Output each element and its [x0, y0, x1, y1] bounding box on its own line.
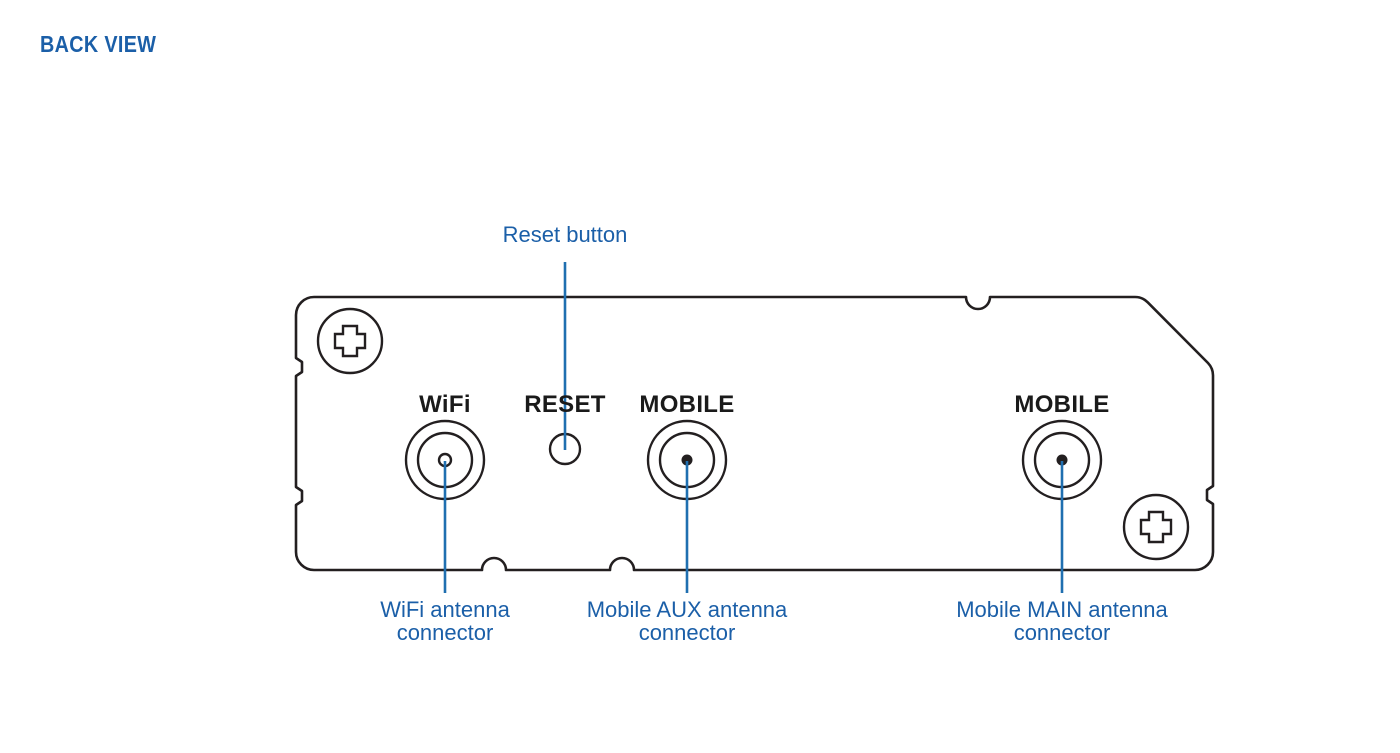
- callout-label-reset-button: Reset button: [503, 222, 628, 247]
- screw-top-left: [316, 307, 384, 375]
- screw-bottom-right: [1122, 493, 1190, 561]
- callout-label-mobile-aux-antenna-connector: Mobile AUX antenna connector: [587, 597, 788, 645]
- silkscreen-label-mobile-main: MOBILE: [1014, 391, 1109, 418]
- device-chassis-outline: [294, 295, 1215, 572]
- silkscreen-label-mobile-aux: MOBILE: [639, 391, 734, 418]
- page-title: BACK VIEW: [40, 31, 157, 57]
- callout-line-2: connector: [397, 620, 494, 645]
- callout-label-mobile-main-antenna-connector: Mobile MAIN antenna connector: [956, 597, 1168, 645]
- silkscreen-label-wifi: WiFi: [419, 391, 471, 418]
- silkscreen-label-reset: RESET: [524, 391, 606, 418]
- callout-line-1: Mobile MAIN antenna: [956, 597, 1168, 622]
- callout-line-2: connector: [1014, 620, 1111, 645]
- callout-line-1: Mobile AUX antenna: [587, 597, 788, 622]
- callout-line-2: connector: [639, 620, 736, 645]
- callout-label-wifi-antenna-connector: WiFi antenna connector: [380, 597, 510, 645]
- callout-line-1: WiFi antenna: [380, 597, 510, 622]
